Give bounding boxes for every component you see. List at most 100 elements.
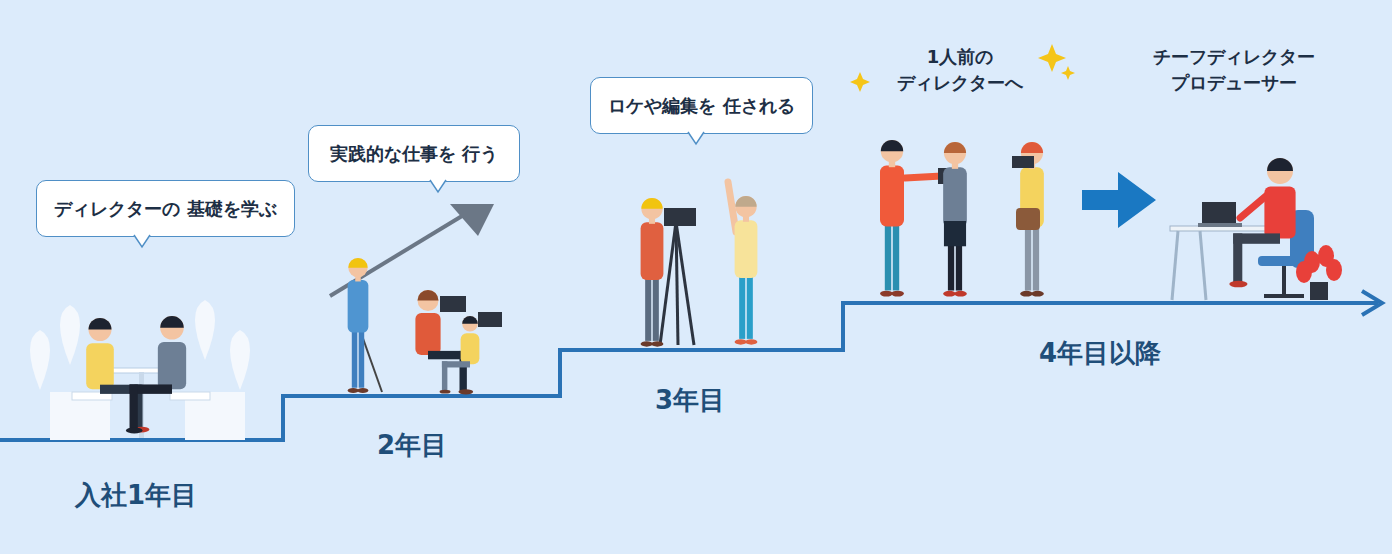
person-shoe [348, 388, 359, 393]
tail-outline [430, 180, 446, 192]
plant-leaf [1296, 261, 1312, 283]
sparkle [1061, 66, 1075, 80]
camera [478, 312, 502, 327]
person-shoe [458, 389, 473, 394]
person-head [89, 318, 112, 341]
person-head [1267, 158, 1293, 184]
person-leg [359, 330, 365, 388]
person-shin [130, 384, 138, 429]
boom-mic [450, 204, 494, 236]
person-hair [348, 258, 367, 268]
person-shoe [641, 341, 653, 346]
plant-leaf [30, 330, 50, 390]
person-head [348, 258, 367, 277]
tripod-leg [676, 222, 694, 345]
sparkle [1038, 44, 1066, 72]
camera [664, 208, 696, 226]
person-shin [1233, 233, 1242, 282]
person-shoe [357, 388, 368, 393]
person-shoe [880, 291, 893, 297]
bubble-tail [429, 180, 447, 194]
sparkle [850, 72, 870, 92]
tripod-leg [676, 222, 678, 345]
person-hair [462, 316, 478, 324]
stool [170, 392, 210, 400]
tail-outline [688, 132, 704, 144]
person-head [944, 142, 966, 164]
person-shoe [735, 339, 747, 344]
year-label: 3年目 [610, 385, 770, 416]
tail-fill [430, 180, 446, 192]
person-torso [86, 343, 114, 389]
person-shoe [891, 291, 904, 297]
person-torso [461, 333, 480, 364]
person-hair [1021, 142, 1043, 153]
speech-bubble: 実践的な仕事を 行う [308, 125, 520, 182]
person-head [160, 316, 184, 340]
chair-base [1264, 294, 1304, 298]
plant-leaf [60, 305, 80, 365]
person-hair [944, 142, 966, 153]
plant-pot [1310, 282, 1328, 300]
year-label: 入社1年目 [26, 480, 246, 511]
person-leg [893, 223, 899, 290]
person-shin [442, 361, 447, 391]
person-arm [905, 176, 942, 178]
person-arm [1240, 196, 1266, 218]
person-hair [641, 198, 662, 209]
laptop [1202, 202, 1236, 225]
person-hair [735, 196, 756, 207]
person-leg [645, 277, 651, 341]
bubble-tail [133, 235, 151, 249]
year-label: 2年目 [332, 430, 492, 461]
person-torso [641, 222, 664, 280]
person-head [735, 196, 756, 217]
role-label: チーフディレクター プロデューサー [1134, 44, 1334, 96]
person-shoe [440, 390, 451, 394]
person-torso [348, 280, 369, 332]
year-label: 4年目以降 [980, 338, 1220, 369]
desk-leg [1200, 231, 1206, 300]
person-leg [747, 275, 753, 339]
person-hair [418, 290, 439, 301]
person-shoe [1031, 291, 1044, 297]
person-torso [158, 342, 186, 389]
camera [440, 296, 466, 312]
bubble-text: ロケや編集を 任される [607, 92, 796, 119]
person-shoe [126, 428, 143, 434]
desk-leg [1172, 231, 1178, 300]
bubble-tail [687, 132, 705, 146]
person-leg [885, 223, 891, 290]
tail-fill [134, 235, 150, 247]
person-torso [415, 313, 440, 355]
person-shoe [745, 339, 757, 344]
person-leg [1033, 224, 1039, 290]
person-leg [1025, 224, 1031, 290]
bag [1016, 208, 1040, 230]
tail-fill [688, 132, 704, 144]
person-leg [352, 330, 358, 388]
speech-bubble: ロケや編集を 任される [590, 77, 813, 134]
plant-leaf [1326, 259, 1342, 281]
person-shoe [954, 291, 967, 297]
role-label: 1人前の ディレクターへ [875, 44, 1045, 96]
person-head [881, 140, 903, 162]
bubble-text: 実践的な仕事を 行う [325, 140, 503, 167]
chair-post [1282, 266, 1286, 294]
person-hair [1267, 158, 1293, 171]
person-shoe [1229, 281, 1247, 288]
person-leg [653, 277, 659, 341]
plant-leaf [195, 300, 215, 360]
staircase-arrowhead [1362, 291, 1382, 315]
person-hair [881, 140, 903, 151]
plant-leaf [230, 330, 250, 390]
person-head [418, 290, 439, 311]
person-head [641, 198, 662, 219]
person-skirt [944, 221, 966, 246]
tail-outline [134, 235, 150, 247]
person-torso [943, 167, 967, 227]
person-leg [739, 275, 745, 339]
speech-bubble: ディレクターの 基礎を学ぶ [36, 180, 295, 237]
person-torso [880, 166, 904, 227]
person-shoe [651, 341, 663, 346]
